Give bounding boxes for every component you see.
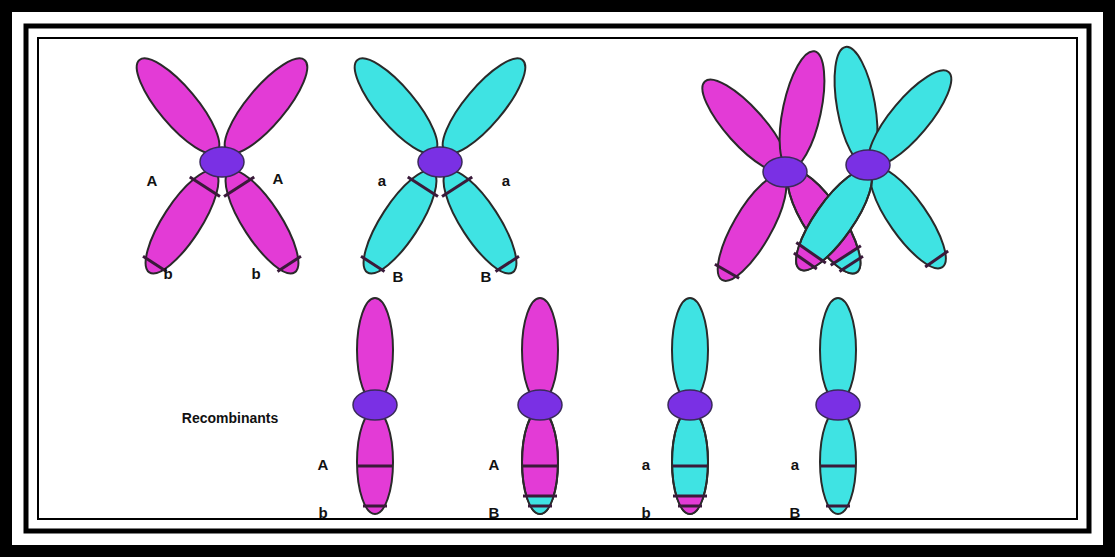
gene-label: B: [393, 269, 404, 284]
recombinant-chromosome: [353, 298, 397, 514]
gene-label: A: [147, 173, 158, 188]
gene-label: a: [642, 457, 650, 472]
cyan-chromosome: [343, 48, 537, 283]
gene-label: A: [489, 457, 500, 472]
magenta-chromosome: [125, 48, 319, 283]
gene-label: a: [502, 173, 510, 188]
gene-label: B: [790, 505, 801, 520]
recombinant-chromosome: [816, 298, 860, 514]
section-label: Recombinants: [182, 411, 278, 425]
gene-label: A: [273, 171, 284, 186]
gene-label: B: [489, 505, 500, 520]
gene-label: a: [791, 457, 799, 472]
gene-label: B: [481, 269, 492, 284]
recombinant-chromosome: [518, 298, 562, 516]
gene-label: b: [641, 505, 650, 520]
gene-label: A: [318, 457, 329, 472]
gene-label: b: [163, 266, 172, 281]
gene-label: b: [251, 266, 260, 281]
recombinant-chromosome: [668, 298, 712, 516]
gene-label: a: [378, 173, 386, 188]
gene-label: b: [318, 505, 327, 520]
crossing-over: [691, 44, 963, 290]
